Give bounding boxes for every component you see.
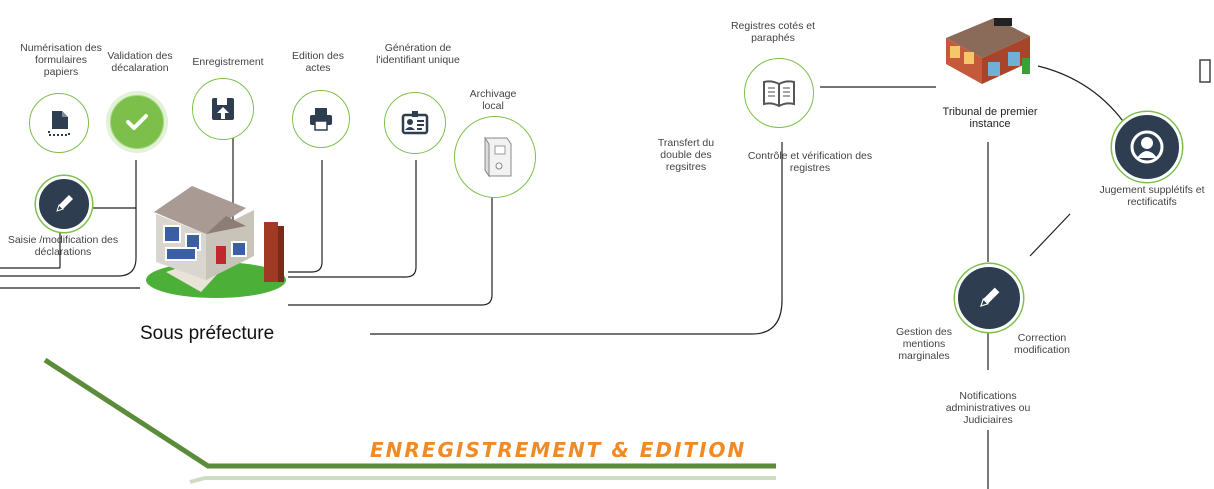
wire-transfert [370,142,783,335]
gestion-node[interactable] [955,264,1023,332]
open-book-icon [763,80,795,108]
wire-validation [0,160,137,277]
wire-generation [288,160,417,278]
person-icon [1130,130,1164,164]
label-archivage: Archivage local [469,88,517,112]
registres-node[interactable] [744,58,814,128]
label-notifications: Notifications administratives ou Judicia… [945,390,1031,426]
banner-title: ENREGISTREMENT & EDITION [370,438,747,462]
label-gestion: Gestion des mentions marginales [895,326,953,362]
wire-edition [288,160,323,273]
label-correction: Correction modification [1013,332,1071,356]
jugement-node[interactable] [1112,112,1182,182]
wire-tribunal-jugement [1037,65,1129,129]
numerisation-node[interactable] [29,93,89,153]
wire-jugement-gestion [1029,213,1071,257]
label-registres-cotes: Registres cotés et paraphés [730,20,816,44]
label-tribunal: Tribunal de premier instance [942,106,1038,130]
label-numerisation: Numérisation des formulaires papiers [20,42,102,78]
label-enregistrement: Enregistrement [192,56,264,68]
building-icon [946,18,1030,84]
saisie-node[interactable] [36,176,92,232]
house-icon [146,186,286,298]
sous-prefecture-title: Sous préfecture [140,323,275,344]
enregistrement-node[interactable] [192,78,254,140]
printer-icon [310,108,332,131]
sous-prefecture-house[interactable] [146,172,296,300]
label-generation: Génération de l'identifiant unique [376,42,460,66]
validation-node[interactable] [110,95,164,149]
save-disk-icon [212,98,234,120]
wire-archivage [288,186,493,306]
tribunal-building[interactable] [938,8,1038,88]
scan-document-icon [48,111,70,136]
binder-icon [484,136,512,178]
label-jugement: Jugement supplétifs et rectificatifs [1099,184,1205,208]
generation-node[interactable] [384,92,446,154]
label-edition: Edition des actes [292,50,344,74]
id-badge-icon [401,111,429,135]
partial-frame-icon [1199,59,1211,83]
label-transfert: Transfert du double des regsitres [657,137,715,173]
checkmark-icon [126,114,148,130]
light-stripe [189,476,776,484]
label-controle: Contrôle et vérification des registres [747,150,873,174]
label-validation: Validation des décalaration [107,50,173,74]
archivage-node[interactable] [454,116,536,198]
edition-node[interactable] [292,90,350,148]
green-stripe [43,357,776,469]
label-saisie: Saisie /modification des déclarations [7,234,119,258]
pencil-icon [56,195,73,212]
pencil-icon [980,287,1000,307]
